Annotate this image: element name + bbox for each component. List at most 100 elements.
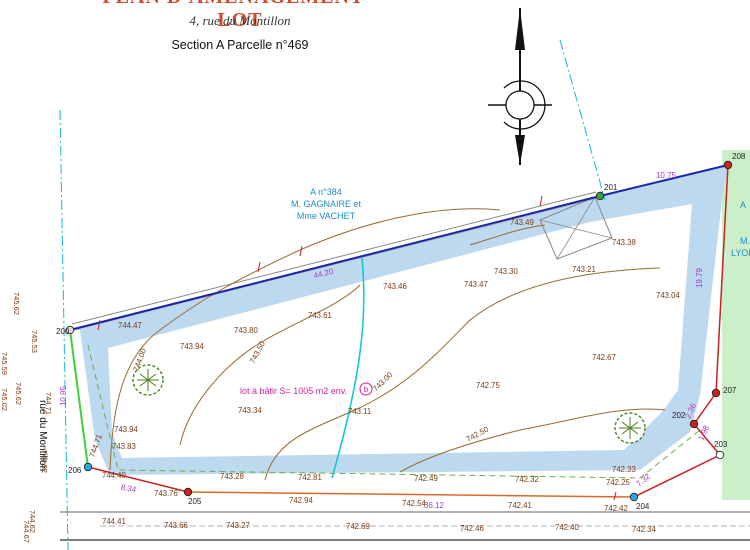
survey-point-label: 207 [723, 386, 737, 395]
elevation-label: 742.46 [460, 524, 484, 533]
boundary-north-east [599, 164, 729, 197]
survey-point-marker [65, 325, 75, 335]
elevation-label: 742.40 [555, 523, 580, 532]
tree-icon [132, 364, 164, 396]
street-elevation-label: 744.62 [28, 510, 37, 533]
svg-text:A: A [740, 200, 746, 210]
lot-division-line [331, 257, 365, 479]
north-arrow-icon [488, 8, 552, 165]
boundary-north [69, 195, 601, 331]
neighbor-grass [722, 150, 750, 500]
survey-point-marker [595, 191, 605, 201]
boundary-south-west [87, 466, 189, 493]
lot-marker [359, 382, 373, 396]
elevation-label: 743.66 [164, 521, 188, 530]
elevation-label: 742.34 [632, 525, 657, 534]
svg-text:M. GAGNAIRE et: M. GAGNAIRE et [291, 199, 362, 209]
elevation-label: 743.50 [248, 339, 267, 365]
survey-point-label: 200 [56, 327, 70, 336]
elevation-label: 742.81 [298, 473, 322, 482]
lot-surface-label: lot à bâtir S= 1005 m2 env. [240, 386, 347, 396]
address-label: 4, rue du Montillon [189, 13, 291, 28]
street-elevation-label: 744.52 [40, 450, 49, 473]
boundary-south-east [633, 392, 722, 498]
street-elevation-label: 745.62 [12, 292, 21, 315]
elevation-label: 744.47 [118, 321, 142, 330]
fence-line [71, 191, 597, 325]
building-diagonal [556, 196, 596, 260]
survey-point-label: 208 [732, 152, 746, 161]
survey-point-label: 201 [604, 183, 618, 192]
elevation-label: 742.42 [604, 504, 628, 513]
elevation-label: 742.94 [289, 496, 314, 505]
distance-label: 19.79 [695, 267, 704, 288]
elevation-label: 743.61 [308, 311, 332, 320]
survey-points: 200 201 202 203 204 205 206 207 208 [56, 152, 746, 511]
elevation-label: 742.67 [592, 353, 616, 362]
survey-point-label: 203 [714, 440, 728, 449]
elevation-label: 742.75 [476, 381, 501, 390]
svg-text:M.: M. [740, 236, 750, 246]
distance-label: 8.34 [120, 483, 137, 495]
survey-point-marker [723, 160, 733, 170]
elevation-label: 743.76 [154, 489, 178, 498]
survey-point-label: 205 [188, 497, 202, 506]
setback-zone [70, 165, 728, 475]
distance-label: 1.98 [696, 423, 711, 441]
neighbor-right-label: A M. LYON [731, 200, 750, 258]
fence-markers [97, 195, 617, 501]
elevation-label: 743.21 [572, 265, 596, 274]
inner-boundary [87, 344, 701, 479]
survey-point-marker [183, 487, 193, 497]
street-elevation-label: 745.53 [30, 330, 39, 353]
survey-point-marker [83, 462, 93, 472]
street-elevation-label: 745.62 [14, 382, 23, 405]
street-elevation-label: 744.67 [22, 520, 31, 543]
elevation-label: 743.34 [238, 406, 263, 415]
fence-line-2 [73, 197, 599, 331]
plan-title: PLAN D'AMÉNAGEMENT · LOT [102, 0, 376, 31]
elevation-label: 743.38 [612, 238, 636, 247]
elevation-label: 742.49 [414, 474, 438, 483]
elevation-label: 744.40 [102, 471, 127, 480]
distance-label: 36.12 [424, 501, 445, 510]
elevation-label: 742.54 [402, 499, 427, 508]
elevation-label: 743.94 [114, 425, 139, 434]
survey-point-marker [711, 388, 721, 398]
elevation-label: 742.33 [612, 465, 636, 474]
boundary-east [715, 164, 729, 394]
elevation-label: 743.47 [464, 280, 488, 289]
elevation-label: 743.04 [656, 291, 681, 300]
lot-marker-label: b [364, 385, 369, 394]
street-elevation-label: 745.59 [0, 352, 9, 375]
elevation-label: 743.28 [220, 472, 244, 481]
elevation-label: 742.25 [606, 478, 631, 487]
survey-point-marker [689, 419, 699, 429]
distance-label: 10.95 [59, 385, 68, 406]
elevation-label: 743.27 [226, 521, 250, 530]
elevation-label: 743.80 [234, 326, 259, 335]
survey-point-label: 206 [68, 466, 82, 475]
elevation-label: 742.32 [515, 475, 539, 484]
axis-line-left [59, 109, 69, 550]
street-name-label: rue du Montillon [37, 400, 48, 471]
elevation-label: 743.49 [510, 218, 534, 227]
tree-icon [614, 412, 646, 444]
boundary-south [187, 491, 635, 498]
svg-text:LYON: LYON [731, 248, 750, 258]
building-diagonal [539, 219, 613, 239]
survey-point-label: 202 [672, 411, 686, 420]
neighbor-owner-label: A n°384 M. GAGNAIRE et Mme VACHET [291, 187, 362, 221]
street-elevation-label: 744.71 [44, 392, 53, 415]
elevation-label: 743.94 [180, 342, 205, 351]
svg-text:A n°384: A n°384 [310, 187, 342, 197]
elevation-label: 742.50 [465, 424, 491, 443]
elevation-label: 743.11 [348, 407, 371, 416]
survey-point-label: 204 [636, 502, 650, 511]
elevation-label: 742.69 [346, 522, 370, 531]
distance-label: 10.75 [656, 171, 677, 180]
elevation-label: 744.41 [102, 517, 126, 526]
